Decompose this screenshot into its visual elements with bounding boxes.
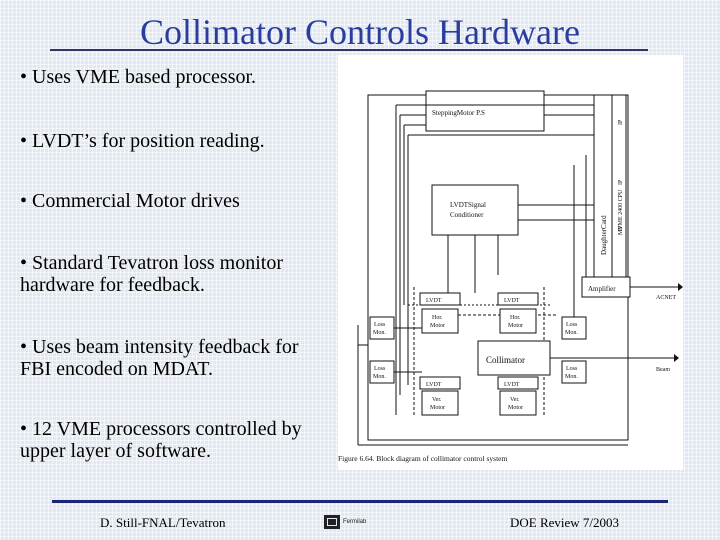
mvme-label: MVME 2400 CPU [618,189,624,235]
ip-label-1: IP [618,119,624,125]
fermilab-logo: Fermilab [324,514,380,530]
hor-motor-label-left-1: Hor. [432,315,443,321]
stepping-motor-label: SteppingMotor P.S [432,109,485,117]
ip-label-3: IP [618,225,624,231]
ver-motor-label-right-1: Ver. [510,397,520,403]
slide-title: Collimator Controls Hardware [140,12,580,52]
stepping-motor-box [425,90,545,132]
block-diagram-figure: SteppingMotor P.S LVDTSignal Conditioner… [338,55,683,470]
loss-mon-label-4a: Loss [566,366,578,372]
lvdt-box-top-right [497,292,539,306]
acnet-arrow-icon [678,283,683,291]
hor-motor-box-right [499,308,537,334]
lvdt-label-tr: LVDT [504,298,520,304]
loss-mon-label-3b: Mon. [565,330,578,336]
lvdt-conditioner-label-2: Conditioner [450,211,484,219]
bullet-lvdt: • LVDT’s for position reading. [20,130,265,152]
footer-rule [52,500,668,503]
ver-motor-label-left-1: Ver. [432,397,442,403]
figure-caption: Figure 6.64. Block diagram of collimator… [338,454,508,463]
ver-motor-box-left [421,390,459,416]
hor-motor-label-right-2: Motor [508,323,523,329]
daughter-card-label: DaughterCard [600,215,608,255]
lvdt-conditioner-label-1: LVDTSignal [450,201,486,209]
bullet-beam-intensity: • Uses beam intensity feedback for FBI e… [20,336,299,380]
loss-mon-label-3a: Loss [566,322,578,328]
lvdt-box-bottom-left [419,376,461,390]
lvdt-conditioner-box [431,184,519,236]
footer-author: D. Still-FNAL/Tevatron [100,515,226,530]
bullet-motor-drives: • Commercial Motor drives [20,190,240,212]
collimator-label: Collimator [486,355,525,365]
bullet-loss-monitor: • Standard Tevatron loss monitor hardwar… [20,252,283,296]
loss-mon-label-2b: Mon. [373,374,386,380]
ver-motor-label-right-2: Motor [508,405,523,411]
acnet-label: ACNET [656,295,676,301]
loss-mon-label-4b: Mon. [565,374,578,380]
ip-label-2: IP [618,179,624,185]
lvdt-label-tl: LVDT [426,298,442,304]
hor-motor-label-left-2: Motor [430,323,445,329]
loss-mon-label-1b: Mon. [373,330,386,336]
beam-arrow-icon [674,354,679,362]
block-diagram: SteppingMotor P.S LVDTSignal Conditioner… [338,90,683,463]
fermilab-logo-text: Fermilab [343,519,367,525]
hor-motor-label-right-1: Hor. [510,315,521,321]
lvdt-box-top-left [419,292,461,306]
fermilab-logo-icon [324,515,340,529]
loss-mon-label-1a: Loss [374,322,386,328]
loss-monitor-box-4 [561,360,587,384]
ver-motor-box-right [499,390,537,416]
beam-label: Beam [656,367,670,373]
lvdt-label-bl: LVDT [426,382,442,388]
daughter-card-box [593,94,613,296]
bullet-vme: • Uses VME based processor. [20,66,257,88]
title-underline [50,49,648,51]
loss-mon-label-2a: Loss [374,366,386,372]
lvdt-box-bottom-right [497,376,539,390]
hor-motor-box-left [421,308,459,334]
bullet-vme-processors: • 12 VME processors controlled by upper … [20,418,302,462]
lvdt-label-br: LVDT [504,382,520,388]
collimator-box [477,340,551,376]
amplifier-label: Amplifier [588,285,616,293]
footer-event: DOE Review 7/2003 [510,515,620,530]
ver-motor-label-left-2: Motor [430,405,445,411]
